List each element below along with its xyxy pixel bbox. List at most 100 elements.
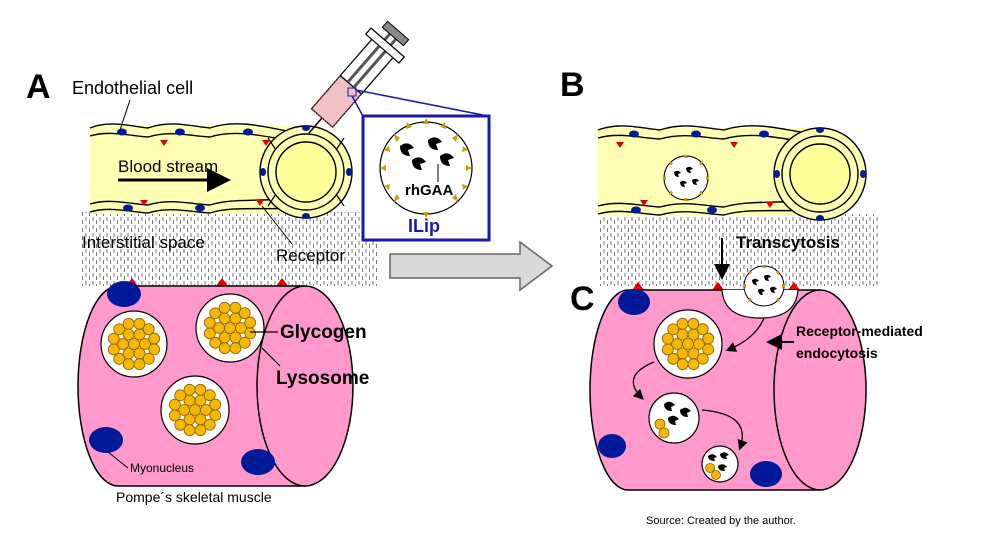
- label-rme-line2: endocytosis: [796, 345, 878, 361]
- glycogen-granule: [203, 418, 216, 431]
- glycogen-granule: [148, 332, 161, 345]
- glycogen-granules-a: [107, 301, 257, 437]
- glycogen-granule: [133, 358, 146, 371]
- ilip-inset: rhGAA ILip: [361, 114, 491, 242]
- glycogen-granule: [229, 301, 242, 314]
- ilip-in-vessel: [662, 154, 710, 202]
- glycogen-granule: [133, 317, 146, 330]
- caption: Source: Created by the author.: [646, 515, 796, 527]
- glycogen-granule: [213, 322, 225, 334]
- endocytosis-vesicle: [721, 264, 799, 319]
- glycogen-granule: [244, 316, 257, 329]
- glycogen-granule: [209, 398, 222, 411]
- inset-connector-1: [355, 89, 489, 117]
- glycogen-granule: [693, 338, 705, 350]
- label-rhgaa: rhGAA: [405, 182, 454, 199]
- glycogen-granule: [238, 307, 251, 320]
- glycogen-granules-c: [661, 317, 715, 371]
- glycogen-granule: [113, 352, 126, 365]
- endothelial-cell-pointer: [119, 99, 131, 131]
- glycogen-granule: [107, 332, 120, 345]
- panel-label-c: C: [570, 280, 595, 318]
- endothelial-nuclei-a: [117, 125, 352, 219]
- glycogen-granule: [142, 323, 155, 336]
- glycogen-granule: [168, 409, 181, 422]
- glycogen-granule: [128, 338, 140, 350]
- glycogen-granule: [218, 301, 231, 314]
- interstitial-space-b: [598, 214, 878, 286]
- glycogen-granule: [667, 323, 680, 336]
- blood-vessel-b: [597, 125, 867, 221]
- glycogen-granule: [113, 323, 126, 336]
- label-lysosome: Lysosome: [276, 368, 369, 389]
- endocytosis-curve-arrow: [725, 317, 765, 352]
- label-muscle: Pompe´s skeletal muscle: [116, 489, 272, 505]
- glycogen-granule: [183, 383, 196, 396]
- glycogen-granule: [661, 332, 674, 345]
- myonucleus-pointer: [107, 451, 129, 469]
- glycogen-granule: [235, 322, 247, 334]
- glycogen-granule: [203, 389, 216, 402]
- glycogen-granule: [682, 338, 694, 350]
- glycogen-granule: [676, 317, 689, 330]
- glycogen-granule: [229, 342, 242, 355]
- glycogen-granule: [194, 424, 207, 437]
- glycogen-granule: [209, 307, 222, 320]
- endothelial-nuclei-b: [629, 127, 866, 221]
- lysosome-c-3: [701, 445, 739, 483]
- interstitial-space-a: [82, 212, 377, 286]
- inset-connector-2: [351, 95, 365, 119]
- glycogen-granule: [200, 404, 212, 416]
- glycogen-granule: [203, 327, 216, 340]
- label-receptor: Receptor: [276, 246, 345, 265]
- glycogen-granule: [224, 322, 236, 334]
- panel-label-b: B: [560, 66, 585, 104]
- receptor-pointer: [261, 205, 293, 245]
- glycogen-granule: [122, 358, 135, 371]
- glycogen-granule: [107, 343, 120, 356]
- label-blood-stream: Blood stream: [118, 157, 218, 176]
- label-endothelial-cell: Endothelial cell: [72, 78, 193, 98]
- glycogen-granule: [139, 338, 151, 350]
- glycogen-granule: [203, 316, 216, 329]
- glycogen-granule: [661, 343, 674, 356]
- label-ilip: ILip: [408, 216, 440, 236]
- panel-label-a: A: [26, 68, 51, 106]
- lysosome-c-2: [648, 392, 700, 444]
- glycogen-granule: [702, 332, 715, 345]
- glycogen-granule: [183, 424, 196, 437]
- glycogen-granule: [194, 383, 207, 396]
- glycogen-granule: [218, 342, 231, 355]
- label-myonucleus: Myonucleus: [130, 461, 194, 475]
- glycogen-granule: [238, 336, 251, 349]
- glycogen-granule: [696, 352, 709, 365]
- digestion-arrow: [701, 409, 748, 451]
- glycogen-granule: [676, 358, 689, 371]
- glycogen-granule: [142, 352, 155, 365]
- receptors-b: [616, 142, 800, 290]
- glycogen-granule: [696, 323, 709, 336]
- glycogen-granule: [687, 358, 700, 371]
- glycogen-granule: [189, 404, 201, 416]
- label-transcytosis: Transcytosis: [736, 233, 840, 252]
- lysosome-pointer: [261, 347, 281, 367]
- rhgaa-enzymes: [400, 137, 454, 170]
- label-rme-line1: Receptor-mediated: [796, 323, 923, 339]
- label-interstitial-space: Interstitial space: [82, 233, 205, 252]
- glycogen-granule: [667, 352, 680, 365]
- glycogen-granule: [174, 389, 187, 402]
- glycogen-granule: [174, 418, 187, 431]
- glycogen-granule: [687, 317, 700, 330]
- ilip-spikes: [380, 118, 472, 218]
- glycogen-granule: [117, 338, 129, 350]
- glycogen-granule: [671, 338, 683, 350]
- glycogen-granule: [122, 317, 135, 330]
- transition-arrow: [389, 240, 554, 292]
- lysosome-fusion-arrow: [632, 361, 655, 400]
- glycogen-granule: [209, 336, 222, 349]
- glycogen-granule: [178, 404, 190, 416]
- label-glycogen: Glycogen: [280, 322, 367, 343]
- glycogen-granule: [168, 398, 181, 411]
- syringe-icon: [308, 20, 410, 134]
